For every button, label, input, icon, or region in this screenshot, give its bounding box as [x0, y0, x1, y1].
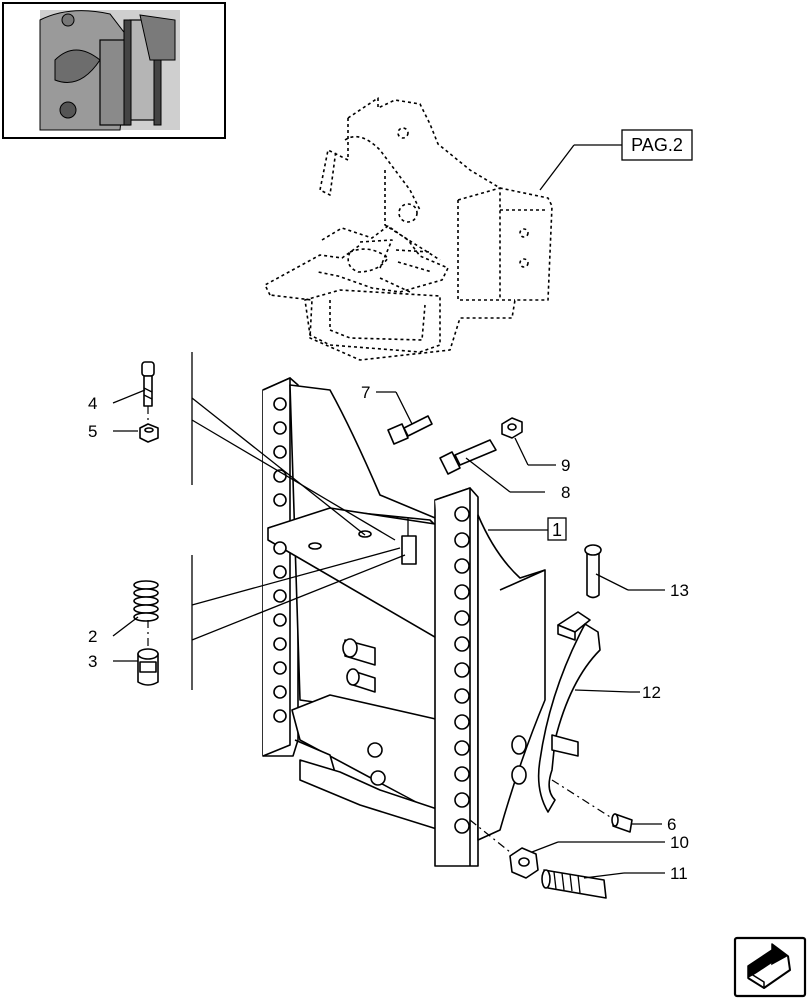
- callout-9-number[interactable]: 9: [561, 456, 570, 475]
- callout-13-number[interactable]: 13: [670, 581, 689, 600]
- callout-5-number[interactable]: 5: [88, 422, 97, 441]
- callout-labels: 4 5 2 3 7 9 8 13 12 6 10 11: [88, 383, 689, 883]
- arrow-next-icon[interactable]: [733, 936, 807, 998]
- callout-7-number[interactable]: 7: [361, 383, 370, 402]
- callout-2-number[interactable]: 2: [88, 627, 97, 646]
- callout-1[interactable]: 1: [488, 517, 567, 541]
- part-7-bolt[interactable]: [376, 391, 433, 445]
- part-6-dowel[interactable]: [551, 779, 662, 833]
- callout-3-number[interactable]: 3: [88, 652, 97, 671]
- detail-bracket-lines: [191, 352, 406, 690]
- page-reference-text: PAG.2: [631, 135, 683, 155]
- callout-12-number[interactable]: 12: [642, 683, 661, 702]
- part-5-nut[interactable]: [113, 423, 159, 443]
- callout-11-number[interactable]: 11: [670, 864, 688, 883]
- reference-assembly-outline: [264, 97, 553, 361]
- assembly-reference-text: 1: [552, 520, 562, 540]
- right-rail-holes: [454, 506, 470, 834]
- location-thumbnail[interactable]: [2, 2, 226, 139]
- part-4-bolt[interactable]: [112, 361, 155, 425]
- callout-8-number[interactable]: 8: [561, 483, 570, 502]
- callout-10-number[interactable]: 10: [670, 833, 689, 852]
- part-8-bolt[interactable]: [439, 439, 545, 493]
- left-rail-holes: [273, 397, 287, 723]
- callout-4-number[interactable]: 4: [88, 394, 97, 413]
- callout-6-number[interactable]: 6: [667, 815, 676, 834]
- part-12-latch[interactable]: [537, 611, 640, 813]
- part-3-pin[interactable]: [113, 648, 159, 686]
- part-2-spring[interactable]: [112, 580, 159, 648]
- part-11-stud[interactable]: [541, 869, 665, 899]
- part-13-pin[interactable]: [584, 544, 665, 599]
- hitch-frame-assembly: [262, 377, 546, 867]
- part-10-nut[interactable]: [469, 819, 665, 879]
- page-reference-label[interactable]: PAG.2: [539, 129, 693, 191]
- part-9-nut[interactable]: [501, 417, 556, 466]
